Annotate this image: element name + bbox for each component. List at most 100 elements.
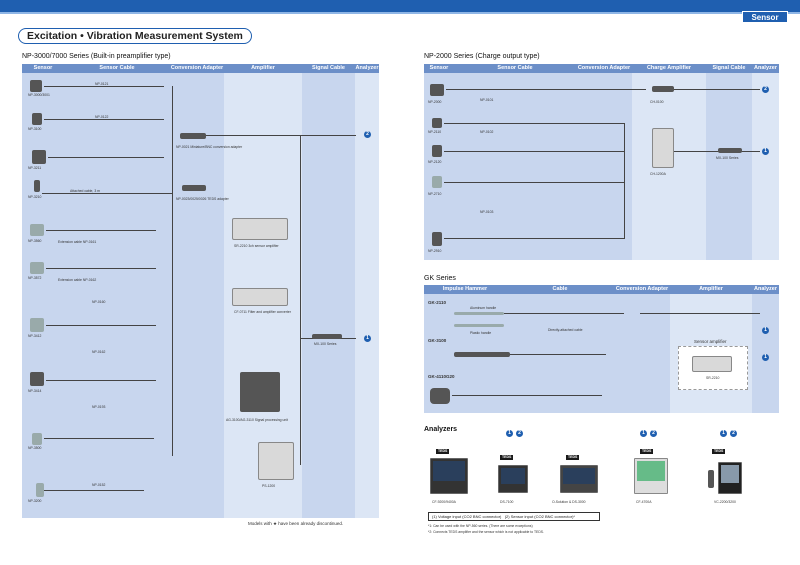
teds-tag: TEDS [640, 449, 654, 454]
discontinued-note: Models with ★ have been already disconti… [248, 521, 344, 526]
adapter-icon [180, 133, 206, 139]
amplifier-device [258, 442, 294, 480]
teds-tag: TEDS [500, 455, 514, 460]
signal-cable-icon [718, 148, 742, 153]
cable-label: NP-0152 [92, 483, 106, 487]
cable-line [444, 151, 624, 152]
cable-line [510, 354, 606, 355]
legend-sensor-input: (2) Sensor input (CO2 BNC connector)* [504, 514, 575, 519]
marker-one: 1 [762, 148, 769, 155]
sensor-icon [32, 433, 42, 445]
adapter-label: NP-0023/0025/0026 TEDS adapter [176, 197, 229, 201]
bus-line [640, 313, 760, 314]
sensor-label: NP-2710 [428, 192, 442, 196]
cable-label: NP-0160 [92, 300, 106, 304]
gk-col-analyzer: Analyzer [752, 285, 779, 294]
hammer-icon [454, 352, 510, 357]
marker-one: 1 [364, 335, 371, 342]
analyzer-label: O-Solution & DS-3000 [552, 500, 586, 504]
footnote: *2: Connects TEDS amplifier and the sens… [428, 530, 544, 534]
marker-two: 2 [730, 430, 737, 437]
section-badge: Sensor [742, 11, 788, 23]
cable-line [46, 230, 156, 231]
left-analyzer-band [355, 73, 379, 518]
sensor-label: NP-2910 [428, 249, 442, 253]
top-bar-accent [0, 12, 800, 14]
cable-label: NP-0121 [95, 82, 109, 86]
adapter-icon [182, 185, 206, 191]
left-col-analyzer: Analyzer [355, 64, 379, 73]
marker-one: 1 [762, 354, 769, 361]
cable-line [46, 325, 156, 326]
cable-line [46, 380, 156, 381]
sensor-label: NP-3414 [28, 389, 42, 393]
left-col-adapter: Conversion Adapter [170, 64, 224, 73]
sensor-icon [432, 232, 442, 246]
sensor-icon [30, 262, 44, 274]
cable-label: NP-0193 [92, 405, 106, 409]
hammer-label: GK-2110 [428, 300, 447, 305]
cable-label: NP-0122 [95, 115, 109, 119]
handle-label: Aluminum handle [470, 306, 497, 310]
sensor-label: NP-3211 [28, 166, 42, 170]
left-section-title: NP-3000/7000 Series (Built-in preamplifi… [22, 53, 171, 60]
adapter-icon [652, 86, 674, 92]
cable-line [44, 86, 164, 87]
top-bar [0, 0, 800, 12]
gk-col-hammer: Impulse Hammer [424, 285, 506, 294]
sensor-icon [30, 318, 44, 332]
sensor-icon [32, 150, 46, 164]
cable-line [446, 89, 646, 90]
marker-two: 2 [650, 430, 657, 437]
hammer-icon [454, 312, 504, 315]
sensor-icon [430, 84, 444, 96]
signal-cable-label: MX-100 Series [314, 342, 337, 346]
sensor-label: NP-3412 [28, 334, 42, 338]
sensor-icon [34, 180, 40, 192]
right-col-charge-amp: Charge Amplifier [632, 64, 706, 73]
cable-line [504, 313, 624, 314]
cable-label: NP-0102 [480, 130, 494, 134]
bus-line [300, 135, 301, 465]
sensor-label: NP-2000 [428, 100, 442, 104]
sensor-amplifier-device [692, 356, 732, 372]
left-col-cable: Sensor Cable [64, 64, 170, 73]
sensor-icon [30, 224, 44, 236]
cable-line [452, 395, 602, 396]
cable-label: NP-0101 [480, 98, 494, 102]
right-col-analyzer: Analyzer [752, 64, 779, 73]
footnote: *1: Can be used with the NP-560 series. … [428, 524, 533, 528]
gk-col-adapter: Conversion Adapter [614, 285, 670, 294]
cable-line [444, 182, 624, 183]
sensor-icon [708, 470, 714, 488]
analyzer-label: CF-4700A [636, 500, 652, 504]
signal-cable-label: MX-100 Series [716, 156, 739, 160]
page-title: Excitation • Vibration Measurement Syste… [18, 28, 252, 44]
sensor-label: NP-2120 [428, 160, 442, 164]
sensor-amplifier-label: Sensor amplifier [694, 339, 727, 344]
left-col-amplifier: Amplifier [224, 64, 302, 73]
marker-one: 1 [762, 327, 769, 334]
sensor-amplifier-model: SR-2210 [706, 376, 720, 380]
bus-line [172, 86, 173, 456]
sensor-icon [432, 145, 442, 157]
cable-line [46, 268, 156, 269]
marker-one: 1 [640, 430, 647, 437]
gk-col-amplifier: Amplifier [670, 285, 752, 294]
bus-line [674, 89, 760, 90]
sensor-label: NP-3572 [28, 276, 42, 280]
left-col-sensor: Sensor [22, 64, 64, 73]
gk-section-title: GK Series [424, 275, 456, 282]
right-col-adapter: Conversion Adapter [576, 64, 632, 73]
sensor-label: NP-3500 [28, 446, 42, 450]
handle-label: Plastic handle [470, 331, 492, 335]
cable-line [42, 193, 172, 194]
marker-one: 1 [506, 430, 513, 437]
cable-line [48, 157, 164, 158]
input-legend: (1) Voltage input (CO2 BNC connector) (2… [428, 512, 600, 521]
marker-two: 2 [364, 131, 371, 138]
sensor-icon [36, 483, 44, 497]
teds-tag: TEDS [436, 449, 450, 454]
charge-amplifier-device [652, 128, 674, 168]
sensor-icon [30, 80, 42, 92]
